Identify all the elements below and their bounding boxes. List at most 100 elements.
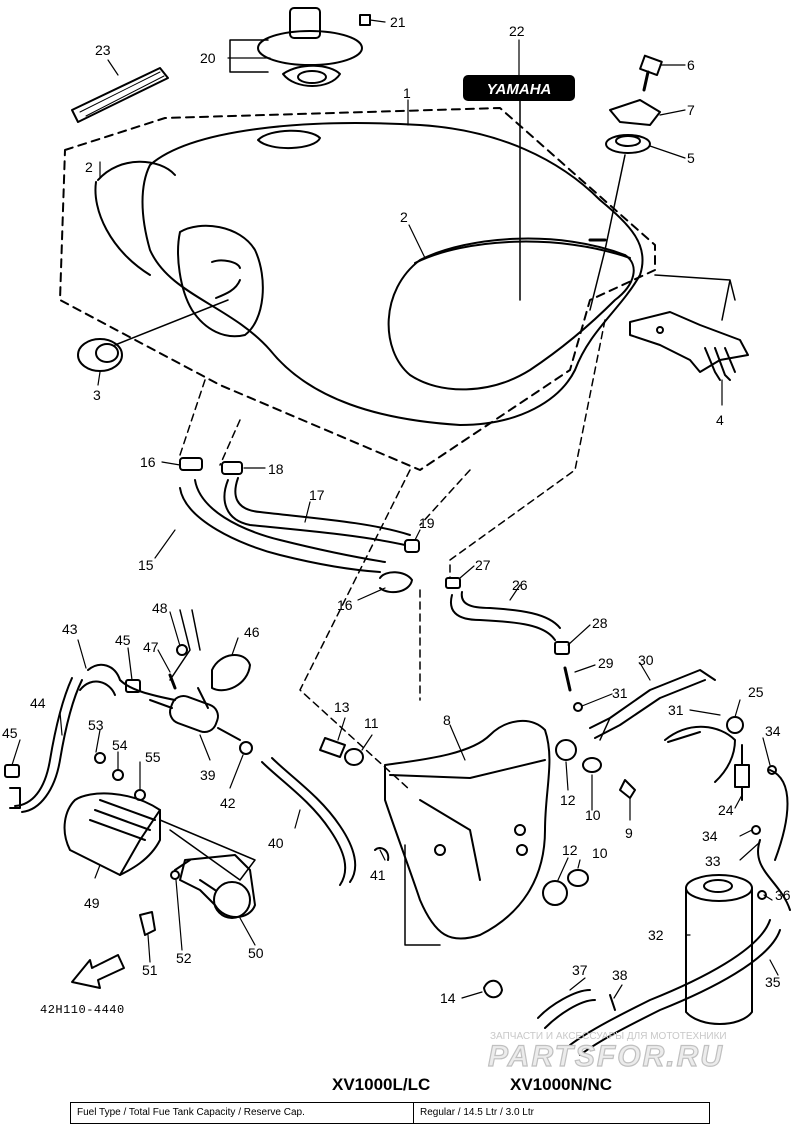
part-callout: 35	[765, 974, 781, 990]
part-callout: 43	[62, 621, 78, 637]
hose-clip	[374, 847, 390, 861]
part-callout: 5	[687, 150, 695, 166]
part-callout: 11	[364, 715, 379, 731]
part-callout: 29	[598, 655, 614, 671]
tank-decal-strip	[71, 67, 169, 123]
hose-clip	[239, 741, 253, 755]
fuel-hose	[450, 594, 556, 641]
part-callout: 32	[648, 927, 664, 943]
part-callout: 1	[403, 85, 411, 101]
part-callout: 7	[687, 102, 695, 118]
part-callout: 16	[140, 454, 156, 470]
part-callout: 34	[765, 723, 781, 739]
part-callout: 19	[419, 515, 435, 531]
part-callout: 24	[718, 802, 734, 818]
fuel-tank	[141, 122, 644, 426]
part-callout: 46	[244, 624, 260, 640]
part-callout: 41	[370, 867, 386, 883]
hose-clip	[221, 461, 243, 475]
damper-plate	[609, 99, 661, 126]
nut	[344, 748, 364, 766]
part-callout: 13	[334, 699, 350, 715]
fuel-hose-43	[79, 663, 176, 701]
part-callout: 18	[268, 461, 284, 477]
washer	[567, 869, 589, 887]
part-callout: 17	[309, 487, 325, 503]
part-callout: 22	[509, 23, 525, 39]
breather-hose	[179, 487, 381, 573]
model-label-right: XV1000N/NC	[510, 1075, 613, 1094]
charcoal-canister	[685, 874, 753, 1025]
collar	[319, 737, 346, 758]
part-callout: 36	[775, 887, 791, 903]
part-callout: 3	[93, 387, 101, 403]
part-callout: 55	[145, 749, 161, 765]
part-callout: 45	[2, 725, 18, 741]
part-callout: 25	[748, 684, 764, 700]
damper	[555, 739, 577, 761]
part-callout: 52	[176, 950, 192, 966]
part-callout: 40	[268, 835, 284, 851]
part-callout: 4	[716, 412, 724, 428]
part-callout: 47	[143, 639, 159, 655]
part-callout: 38	[612, 967, 628, 983]
part-callout: 48	[152, 600, 168, 616]
part-callout: 27	[475, 557, 491, 573]
part-callout: 2	[400, 209, 408, 225]
part-callout: 8	[443, 712, 451, 728]
model-label-left: XV1000L/LC	[332, 1075, 431, 1094]
part-callout: 37	[572, 962, 588, 978]
overflow-hose	[223, 479, 406, 546]
rubber-washer	[605, 134, 651, 154]
hose-clip	[404, 539, 420, 553]
hose-clip	[125, 679, 141, 693]
fuel-hose-44	[14, 677, 83, 813]
hose-clip	[179, 457, 203, 471]
part-callout: 12	[560, 792, 576, 808]
fuel-cap	[257, 7, 363, 87]
fuel-spec-value: Regular / 14.5 Ltr / 3.0 Ltr	[420, 1107, 534, 1118]
part-callout: 30	[638, 652, 654, 668]
part-callout: 28	[592, 615, 608, 631]
nut	[134, 789, 146, 801]
part-callout: 20	[200, 50, 216, 66]
part-callout: 45	[115, 632, 131, 648]
nut	[112, 769, 124, 781]
part-callout: 2	[85, 159, 93, 175]
fuel-spec-table: Fuel Type / Total Fue Tank Capacity / Re…	[70, 1102, 710, 1124]
part-callout: 39	[200, 767, 216, 783]
fuel-reservoir	[384, 719, 551, 940]
part-callout: 26	[512, 577, 528, 593]
damper	[542, 880, 568, 906]
fuel-filter	[149, 695, 241, 741]
hose-clip	[767, 765, 777, 775]
hose-clip	[554, 641, 570, 655]
hose-joint	[573, 702, 583, 712]
vent-hose	[589, 669, 716, 739]
pump-bracket	[174, 854, 256, 919]
part-callout: 16	[337, 597, 353, 613]
part-callout: 31	[668, 702, 684, 718]
part-callouts: 1 2 2 3 4 5 6 7 8 9 10 10 11 12 12 13 14…	[2, 14, 791, 1006]
part-callout: 49	[84, 895, 100, 911]
canister-bracket	[664, 725, 736, 783]
part-callout: 42	[220, 795, 236, 811]
fuel-pump	[63, 792, 161, 876]
check-valve	[734, 744, 750, 801]
washer	[582, 757, 602, 773]
part-callout: 54	[112, 737, 128, 753]
grommet	[77, 338, 123, 372]
part-callout: 15	[138, 557, 154, 573]
nut	[94, 752, 106, 764]
drain-bolt	[483, 979, 503, 999]
front-direction-arrow	[71, 954, 125, 989]
tank-group-outline	[59, 107, 656, 471]
hose-clip	[757, 890, 767, 900]
part-callout: 44	[30, 695, 46, 711]
bolt	[619, 779, 636, 799]
part-callout: 14	[440, 990, 456, 1006]
tank-emblem-text: YAMAHA	[487, 81, 552, 98]
purge-hose	[569, 919, 781, 1056]
fuel-hose-40	[261, 757, 357, 886]
